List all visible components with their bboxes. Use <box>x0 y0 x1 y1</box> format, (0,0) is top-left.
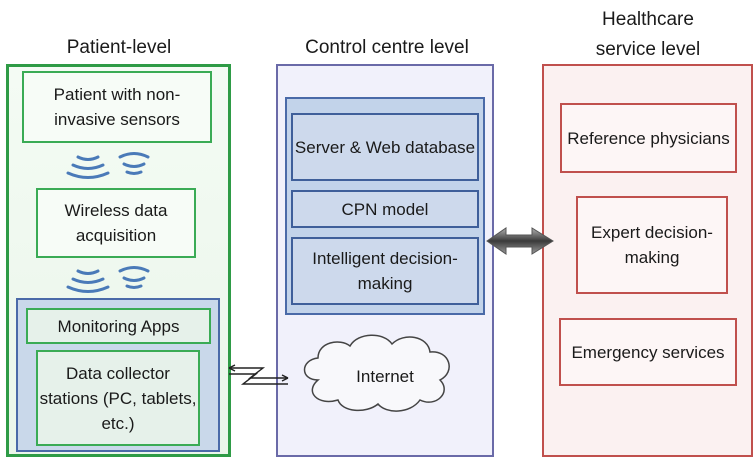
wireless-signal-icon <box>66 266 150 293</box>
server-database-box: Server & Web database <box>291 113 479 181</box>
wireless-acquisition-box: Wireless data acquisition <box>36 188 196 258</box>
cloud-icon <box>303 334 450 412</box>
cpn-model-box: CPN model <box>291 190 479 228</box>
internet-cloud-label: Internet <box>356 367 414 386</box>
reference-physicians-box: Reference physicians <box>560 103 737 173</box>
healthcare-header-line2: service level <box>595 39 701 60</box>
patient-level-header: Patient-level <box>66 37 172 58</box>
healthcare-level-header: Healthcare service level <box>548 8 748 62</box>
reference-physicians-label: Reference physicians <box>567 128 730 148</box>
patient-sensors-label: Patient with non-invasive sensors <box>53 85 181 129</box>
emergency-services-box: Emergency services <box>559 318 737 386</box>
patient-sensors-box: Patient with non-invasive sensors <box>22 71 212 143</box>
wireless-acquisition-label: Wireless data acquisition <box>64 201 168 245</box>
emergency-services-label: Emergency services <box>571 342 725 362</box>
data-collector-box: Data collector stations (PC, tablets, et… <box>36 350 200 446</box>
expert-decision-label: Expert decision-making <box>591 223 713 267</box>
wireless-signal-icon <box>66 152 150 179</box>
control-level-header: Control centre level <box>305 37 469 58</box>
data-collector-label: Data collector stations (PC, tablets, et… <box>39 363 197 433</box>
expert-decision-box: Expert decision-making <box>576 196 728 294</box>
double-arrow-icon <box>486 227 554 255</box>
server-database-label: Server & Web database <box>294 137 476 157</box>
zigzag-link-icon <box>228 364 289 385</box>
cpn-model-label: CPN model <box>341 199 429 219</box>
monitoring-apps-label: Monitoring Apps <box>57 316 180 336</box>
intelligent-decision-label: Intelligent decision-making <box>312 249 458 293</box>
intelligent-decision-box: Intelligent decision-making <box>291 237 479 305</box>
healthcare-header-line1: Healthcare <box>602 9 694 30</box>
monitoring-apps-box: Monitoring Apps <box>26 308 211 344</box>
